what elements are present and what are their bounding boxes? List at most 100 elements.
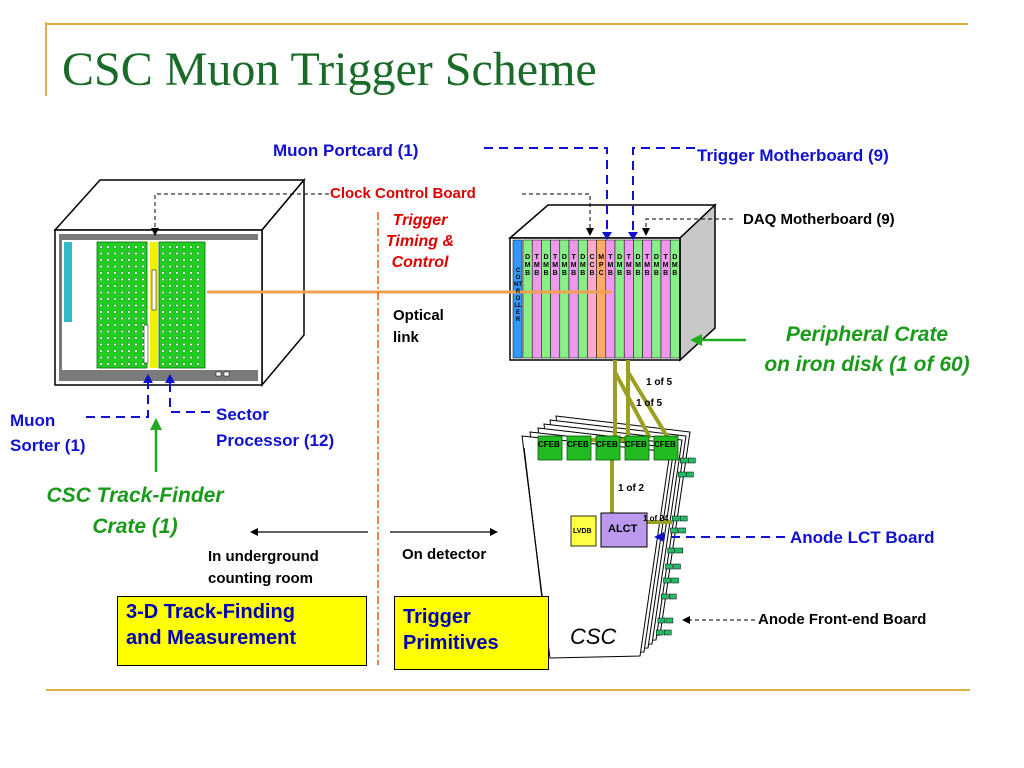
- one-of-24-label: 1 of 24: [643, 514, 669, 523]
- ttc-line-3: Control: [391, 254, 449, 271]
- afeb-board: [665, 617, 674, 624]
- box-left-line-1: 3-D Track-Finding: [126, 601, 295, 623]
- cfeb-label: CFEB: [567, 440, 589, 449]
- cfeb-board: [624, 435, 650, 461]
- alct-board: [600, 512, 648, 548]
- clock-control-board-label: Clock Control Board: [330, 185, 476, 202]
- ttc-line-1: Trigger: [392, 212, 448, 229]
- black-arrowheads: [151, 228, 690, 624]
- peripheral-crate-label: Peripheral Crate on iron disk (1 of 60): [738, 320, 996, 380]
- afeb-board: [665, 563, 673, 570]
- location-arrows: [250, 528, 498, 536]
- cfeb-board: [595, 435, 621, 461]
- muon-sorter-label: Muon Sorter (1): [10, 408, 86, 458]
- box-left-line-2: and Measurement: [126, 627, 297, 649]
- anode-lct-board-label: Anode LCT Board: [790, 528, 935, 547]
- afeb-board: [678, 527, 686, 534]
- underground-line-2: counting room: [208, 570, 313, 587]
- trigger-primitives-box: Trigger Primitives: [394, 596, 549, 670]
- track-finder-line-1: CSC Track-Finder: [46, 484, 224, 507]
- box-right-line-2: Primitives: [403, 632, 499, 654]
- afeb-board: [663, 629, 672, 636]
- afeb-board: [669, 593, 677, 600]
- trigger-motherboard-label: Trigger Motherboard (9): [697, 146, 889, 165]
- afeb-board: [667, 547, 675, 554]
- box-right-line-1: Trigger: [403, 606, 471, 628]
- cfeb-label: CFEB: [625, 440, 647, 449]
- muon-portcard-label: Muon Portcard (1): [273, 141, 419, 160]
- afeb-board: [688, 457, 696, 464]
- peripheral-line-2: on iron disk (1 of 60): [764, 353, 970, 376]
- cfeb-label: CFEB: [538, 440, 560, 449]
- anode-frontend-board-label: Anode Front-end Board: [758, 611, 927, 628]
- alct-label: ALCT: [608, 523, 638, 535]
- afeb-board: [675, 547, 683, 554]
- green-arrows: [150, 334, 746, 472]
- afeb-board: [670, 527, 678, 534]
- afeb-board: [680, 457, 688, 464]
- sector-processor-label: Sector Processor (12): [216, 402, 334, 454]
- muon-sorter-line-2: Sorter (1): [10, 436, 86, 455]
- slide-title: CSC Muon Trigger Scheme: [62, 43, 597, 96]
- optical-link-label: Optical link: [393, 305, 444, 349]
- on-detector-label: On detector: [402, 546, 487, 563]
- daq-motherboard-label: DAQ Motherboard (9): [743, 211, 895, 228]
- cfeb-label: CFEB: [596, 440, 618, 449]
- controller-label: CONTROLLER: [514, 268, 522, 323]
- cfeb-boards: [537, 435, 679, 461]
- sector-line-2: Processor (12): [216, 431, 335, 450]
- afeb-board: [679, 515, 688, 522]
- one-of-2-label: 1 of 2: [618, 483, 645, 494]
- track-finder-crate: [53, 177, 306, 388]
- track-finder-line-2: Crate (1): [92, 515, 178, 538]
- cfeb-label: CFEB: [654, 440, 676, 449]
- underground-label: In underground counting room: [208, 546, 319, 590]
- track-finding-box: 3-D Track-Finding and Measurement: [117, 596, 367, 666]
- afeb-board: [671, 577, 679, 584]
- optical-line-2: link: [393, 329, 419, 346]
- blue-arrowheads: [143, 232, 664, 542]
- afeb-board: [673, 563, 681, 570]
- one-of-5-label-b: 1 of 5: [636, 398, 663, 409]
- ttc-label: Trigger Timing & Control: [380, 210, 460, 273]
- afeb-board: [661, 593, 669, 600]
- afeb-board: [678, 471, 686, 478]
- sector-line-1: Sector: [216, 405, 269, 424]
- peripheral-line-1: Peripheral Crate: [785, 323, 949, 346]
- lvdb-board: [570, 515, 597, 547]
- ttc-line-2: Timing &: [385, 233, 455, 250]
- blue-dashed-connectors: [86, 147, 785, 538]
- cfeb-board: [537, 435, 563, 461]
- csc-label: CSC: [570, 624, 617, 649]
- anode-frontend-boards: [655, 457, 696, 636]
- crate-slot: [669, 239, 680, 359]
- lvdb-label: LVDB: [573, 528, 592, 535]
- black-dashed-connectors: [154, 193, 755, 621]
- afeb-board: [686, 471, 694, 478]
- track-finder-label: CSC Track-Finder Crate (1): [22, 480, 248, 542]
- optical-line-1: Optical: [393, 307, 444, 324]
- afeb-board: [657, 617, 666, 624]
- afeb-board: [663, 577, 671, 584]
- muon-sorter-line-1: Muon: [10, 411, 56, 430]
- underground-line-1: In underground: [208, 548, 319, 565]
- one-of-5-label-a: 1 of 5: [646, 377, 673, 388]
